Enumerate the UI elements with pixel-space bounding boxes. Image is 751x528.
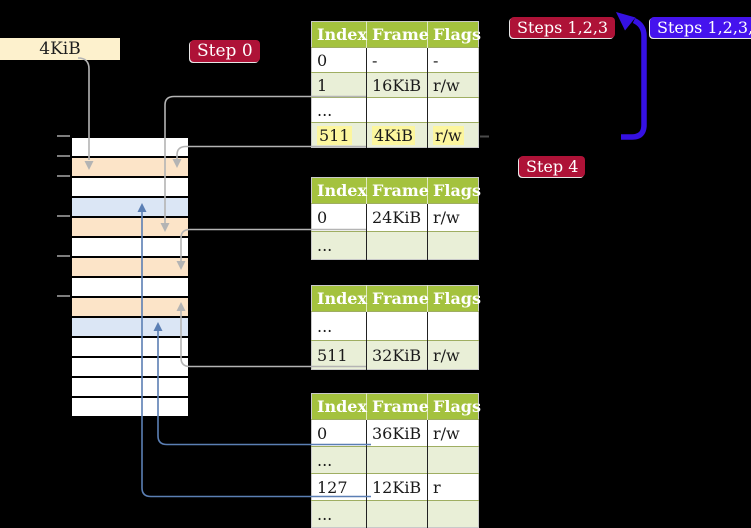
table-cell: ...: [311, 500, 367, 528]
table-cell: 1: [311, 72, 367, 98]
memory-frame-row-white: [72, 138, 188, 158]
table-cell: [366, 500, 428, 528]
memory-frame-row-white: [72, 278, 188, 298]
steps123-badge: Steps 1,2,3: [510, 17, 616, 38]
table-cell: 511: [311, 340, 367, 370]
memory-frame-row-white: [72, 358, 188, 378]
memory-frame-row-peach: [72, 258, 188, 278]
table-row: ...: [311, 97, 479, 123]
table-cell: 127: [311, 473, 367, 501]
column-header: Index: [311, 393, 367, 420]
column-header: Index: [311, 177, 367, 204]
table-row: 0--: [311, 47, 479, 73]
memory-frame-row-peach: [72, 218, 188, 238]
highlight-mark: 511: [317, 125, 352, 145]
table-cell: 0: [311, 203, 367, 232]
table-cell: ...: [311, 446, 367, 474]
table-cell: [427, 311, 479, 341]
address-tick: [57, 175, 70, 177]
table-cell: 24KiB: [366, 203, 428, 232]
address-tick: [57, 155, 70, 157]
table-cell: r/w: [427, 72, 479, 98]
table-cell: 4KiB: [366, 122, 428, 148]
memory-frame-row-white: [72, 238, 188, 258]
memory-frame-row-blue: [72, 318, 188, 338]
table-cell: [366, 97, 428, 123]
table-cell: [427, 446, 479, 474]
table-cell: [366, 446, 428, 474]
address-tick: [57, 255, 70, 257]
memory-frame-row-white: [72, 338, 188, 358]
table-cell: [366, 311, 428, 341]
table-cell: [427, 231, 479, 260]
table-cell: ...: [311, 231, 367, 260]
table-cell: ...: [311, 311, 367, 341]
column-header: Frame: [366, 285, 429, 312]
table-cell: r: [427, 473, 479, 501]
column-header: Flags: [427, 177, 481, 204]
steps1234-badge: Steps 1,2,3,4: [650, 17, 751, 38]
table-row: ...: [311, 500, 479, 528]
column-header: Frame: [366, 393, 429, 420]
highlight-mark: 4KiB: [372, 125, 416, 145]
table-row: ...: [311, 446, 479, 474]
memory-frame-row-peach: [72, 158, 188, 178]
memory-stack: [70, 136, 190, 418]
column-header: Flags: [427, 21, 481, 48]
memory-size-label: 4KiB: [0, 38, 120, 60]
highlight-mark: r/w: [433, 125, 464, 145]
table-cell: 36KiB: [366, 419, 428, 447]
table-cell: [427, 500, 479, 528]
table-cell: ...: [311, 97, 367, 123]
table-cell: r/w: [427, 203, 479, 232]
table-cell: r/w: [427, 340, 479, 370]
column-header: Index: [311, 285, 367, 312]
table-row: ...: [311, 231, 479, 260]
memory-frame-row-blue: [72, 198, 188, 218]
column-header: Flags: [427, 285, 481, 312]
table-row: ...: [311, 311, 479, 341]
table-cell: [366, 231, 428, 260]
table-cell: 0: [311, 419, 367, 447]
recursive-loop-arrow: [616, 12, 647, 140]
address-tick: [57, 295, 70, 297]
memory-frame-row-white: [72, 398, 188, 416]
column-header: Index: [311, 21, 367, 48]
column-header: Frame: [366, 21, 429, 48]
table-row: 511 4KiB r/w: [311, 122, 479, 148]
column-header: Flags: [427, 393, 481, 420]
table-cell: 511: [311, 122, 367, 148]
memory-frame-row-white: [72, 378, 188, 398]
table-cell: r/w: [427, 122, 479, 148]
table-cell: -: [427, 47, 479, 73]
table-cell: 0: [311, 47, 367, 73]
address-tick: [57, 215, 70, 217]
table-cell: 32KiB: [366, 340, 428, 370]
memory-frame-row-peach: [72, 298, 188, 318]
column-header: Frame: [366, 177, 429, 204]
table-cell: 12KiB: [366, 473, 428, 501]
table-cell: 16KiB: [366, 72, 428, 98]
table-cell: -: [366, 47, 428, 73]
step4-badge: Step 4: [519, 156, 586, 177]
table-cell: [427, 97, 479, 123]
address-tick: [57, 135, 70, 137]
table-cell: r/w: [427, 419, 479, 447]
step0-badge: Step 0: [190, 40, 260, 62]
arrow-l4row511-to-4kib-frame: [172, 145, 366, 168]
memory-frame-row-white: [72, 178, 188, 198]
